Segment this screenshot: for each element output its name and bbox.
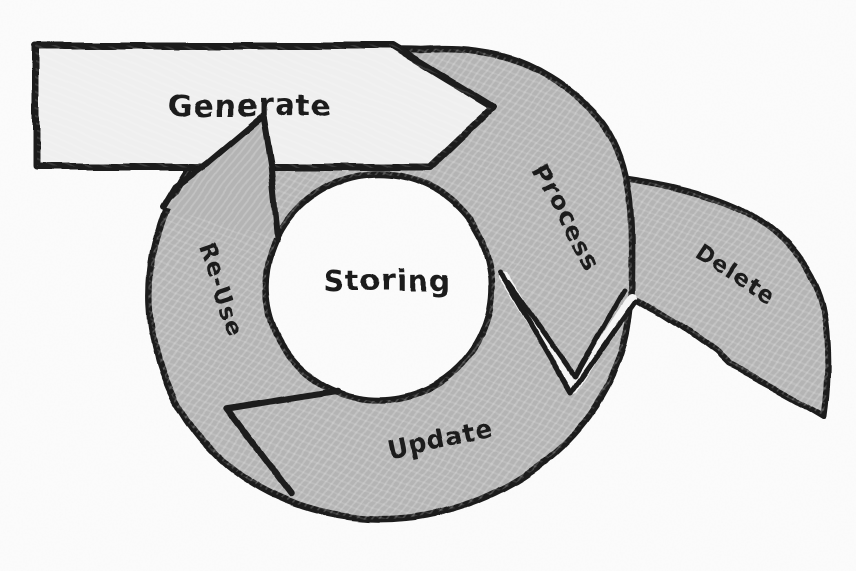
update-reuse-divider xyxy=(223,387,342,498)
process-update-divider xyxy=(497,268,639,396)
reuse-arrowhead xyxy=(160,113,281,242)
storing-label: Storing xyxy=(323,264,450,298)
generate-label: Generate xyxy=(168,89,332,124)
